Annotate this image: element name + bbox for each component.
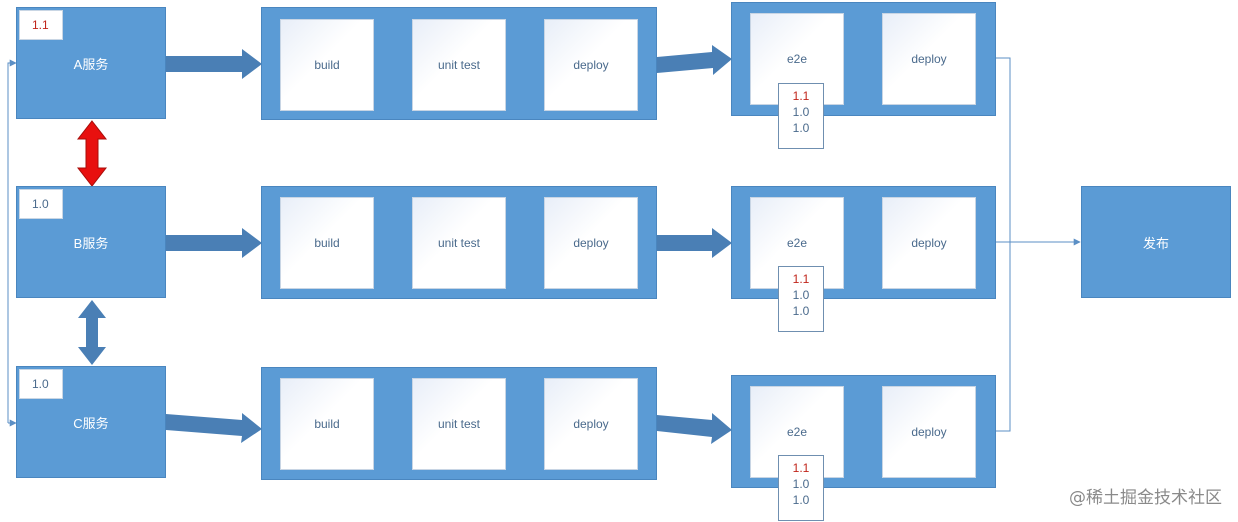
e2e-pipeline-b: e2e deploy [731,186,996,299]
e2e-pipeline-c: e2e deploy [731,375,996,488]
stage-build: build [280,197,374,289]
arrow-b-to-e2e [657,228,732,258]
stage-build: build [280,19,374,111]
arrow-a-to-pipeline [166,49,262,79]
version-list-item: 1.0 [792,105,810,119]
version-list-c: 1.1 1.0 1.0 [778,455,824,521]
arrow-c-to-e2e [657,413,732,444]
service-c-box: 1.0 C服务 [16,366,166,478]
arrow-b-to-pipeline [166,228,262,258]
release-box: 发布 [1081,186,1231,298]
watermark: @稀土掘金技术社区 [1069,488,1222,508]
feedback-line-a [7,59,17,423]
stage-e2e-deploy: deploy [882,386,976,478]
pipeline-b: build unit test deploy [261,186,657,299]
service-b-name: B服务 [73,236,109,251]
pipeline-c: build unit test deploy [261,367,657,480]
service-a-version: 1.1 [19,10,63,40]
stage-e2e-deploy: deploy [882,197,976,289]
version-list-item: 1.1 [792,272,810,286]
merge-line-c [996,242,1011,432]
service-a-box: 1.1 A服务 [16,7,166,119]
merge-line-a [996,57,1011,242]
stage-unit-test: unit test [412,197,506,289]
stage-unit-test: unit test [412,378,506,470]
version-list-a: 1.1 1.0 1.0 [778,83,824,149]
service-b-box: 1.0 B服务 [16,186,166,298]
version-list-item: 1.0 [792,121,810,135]
version-list-b: 1.1 1.0 1.0 [778,266,824,332]
version-list-item: 1.0 [792,493,810,507]
service-a-name: A服务 [73,57,109,72]
service-b-version: 1.0 [19,189,63,219]
compat-double-arrow [78,300,106,365]
version-list-item: 1.0 [792,477,810,491]
service-c-version: 1.0 [19,369,63,399]
e2e-pipeline-a: e2e deploy [731,2,996,116]
pipeline-a: build unit test deploy [261,7,657,120]
stage-unit-test: unit test [412,19,506,111]
version-list-item: 1.1 [792,89,810,103]
version-list-item: 1.0 [792,288,810,302]
stage-deploy: deploy [544,197,638,289]
conflict-double-arrow [76,120,108,187]
stage-e2e-deploy: deploy [882,13,976,105]
stage-deploy: deploy [544,19,638,111]
service-c-name: C服务 [73,416,109,431]
version-list-item: 1.1 [792,461,810,475]
version-list-item: 1.0 [792,304,810,318]
stage-deploy: deploy [544,378,638,470]
arrow-a-to-e2e [657,45,732,75]
arrow-c-to-pipeline [166,413,262,443]
stage-build: build [280,378,374,470]
